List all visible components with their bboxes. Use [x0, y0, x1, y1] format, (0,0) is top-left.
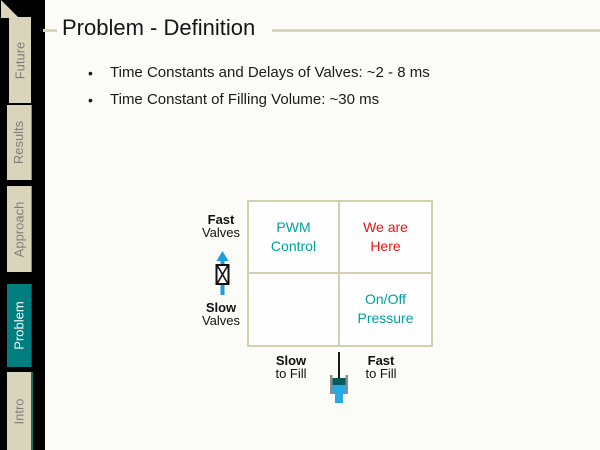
row-label-slow-valves: Slow Valves: [201, 300, 241, 328]
matrix-cell-we-are-here: We are Here: [340, 202, 431, 274]
row-label-fast-valves: Fast Valves: [201, 212, 241, 240]
bullet-text: Time Constants and Delays of Valves: ~2 …: [110, 64, 430, 81]
quadrant-matrix: PWM Control We are Here On/Off Pressure: [247, 200, 433, 347]
sidebar-item-label: Problem: [11, 301, 27, 350]
col-label-slow-to-fill: Slow to Fill: [275, 353, 307, 381]
up-arrow-icon: [1, 0, 19, 18]
sidebar-item-label: Approach: [11, 201, 27, 257]
sidebar-item-problem-active[interactable]: Problem: [7, 284, 32, 367]
cylinder-fill-icon: [328, 352, 350, 408]
sidebar-item-approach[interactable]: Approach: [7, 186, 32, 272]
col-label-fast-to-fill: Fast to Fill: [365, 353, 397, 381]
title-rule-left: [43, 29, 57, 32]
sidebar-nav: Future Results Approach Problem Intro: [0, 0, 45, 450]
bullet-dot: •: [88, 92, 93, 108]
bullet-text: Time Constant of Filling Volume: ~30 ms: [110, 91, 380, 108]
sidebar-item-label: Future: [12, 41, 28, 79]
sidebar-item-intro[interactable]: Intro: [7, 372, 33, 450]
bullet-list: • Time Constants and Delays of Valves: ~…: [88, 64, 430, 118]
matrix-cell-empty: [249, 273, 340, 345]
title-rule-right: [272, 29, 600, 32]
list-item: • Time Constants and Delays of Valves: ~…: [88, 64, 430, 82]
sidebar-item-label: Results: [11, 120, 27, 165]
matrix-cell-onoff-pressure: On/Off Pressure: [357, 291, 414, 327]
bullet-dot: •: [88, 65, 93, 81]
matrix-cell-pwm-control: PWM Control: [249, 202, 340, 274]
list-item: • Time Constant of Filling Volume: ~30 m…: [88, 91, 430, 109]
page-title: Problem - Definition: [62, 15, 256, 40]
sidebar-item-label: Intro: [11, 397, 27, 425]
up-arrow-shaft: Future: [9, 17, 31, 103]
sidebar-item-results[interactable]: Results: [7, 105, 32, 180]
valve-up-arrow-icon: [214, 251, 231, 302]
